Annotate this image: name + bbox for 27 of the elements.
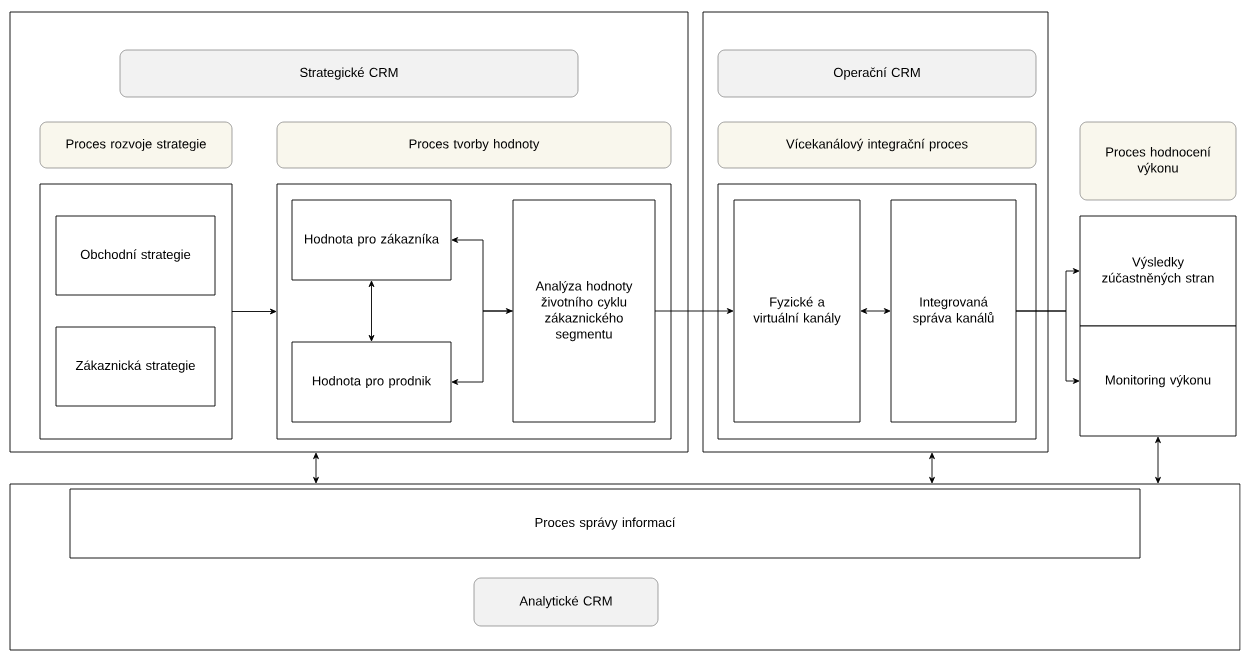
process-box: Obchodní strategie bbox=[55, 215, 216, 296]
process-box: Monitoring výkonu bbox=[1079, 325, 1237, 437]
process-header: Proces hodnocení výkonu bbox=[1079, 121, 1237, 201]
heading-box: Operační CRM bbox=[717, 49, 1037, 98]
process-header: Vícekanálový integrační proces bbox=[717, 121, 1037, 169]
arrow bbox=[1015, 310, 1080, 384]
process-box: Fyzické a virtuální kanály bbox=[733, 199, 861, 423]
arrow bbox=[654, 308, 734, 314]
process-header: Proces tvorby hodnoty bbox=[276, 121, 672, 169]
process-header: Proces rozvoje strategie bbox=[39, 121, 233, 169]
arrow bbox=[313, 452, 319, 484]
arrow bbox=[1155, 436, 1161, 484]
arrow bbox=[451, 310, 514, 385]
arrow bbox=[929, 452, 935, 484]
process-box: Proces správy informací bbox=[69, 488, 1141, 559]
process-box: Integrovaná správa kanálů bbox=[890, 199, 1017, 423]
arrow bbox=[451, 237, 513, 314]
process-box: Hodnota pro prodnik bbox=[291, 341, 452, 423]
arrow bbox=[231, 308, 277, 315]
process-box: Analýza hodnoty životního cyklu zákaznického segmentu bbox=[512, 199, 656, 423]
heading-box: Analytické CRM bbox=[473, 577, 659, 627]
arrow bbox=[368, 280, 375, 342]
process-box: Výsledky zúčastněných stran bbox=[1079, 215, 1237, 327]
arrow bbox=[860, 308, 891, 314]
process-box: Zákaznická strategie bbox=[55, 326, 216, 407]
heading-box: Strategické CRM bbox=[119, 49, 579, 98]
process-box: Hodnota pro zákazníka bbox=[291, 199, 452, 281]
